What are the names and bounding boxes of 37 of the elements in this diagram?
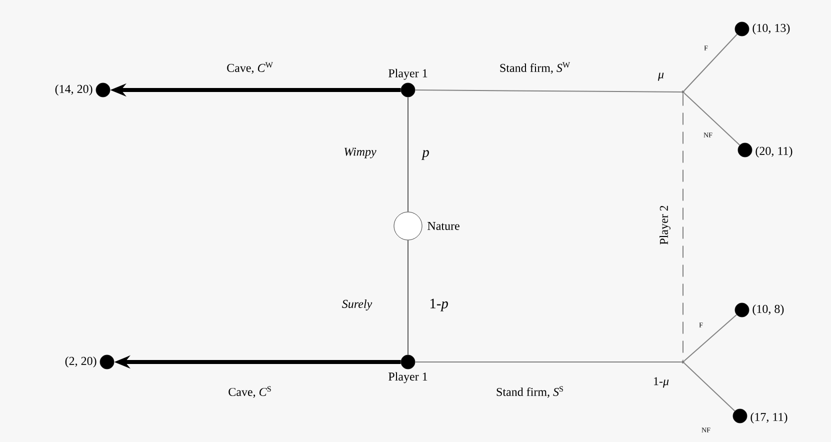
decision-dot: [732, 408, 748, 424]
edge-label: Player 2: [658, 203, 672, 247]
edge-label: Stand firm, S$^{S}$: [494, 384, 566, 400]
decision-dot: [100, 354, 114, 370]
node-label: (10, 8): [752, 304, 784, 316]
edge-label: Wimpy: [342, 146, 378, 160]
branch-line: [684, 362, 736, 412]
node-label: (14, 20): [55, 84, 92, 96]
decision-dot: [734, 302, 750, 318]
node-label: Player 1: [388, 372, 428, 384]
node-label: Nature: [428, 222, 460, 230]
decision-dot: [400, 354, 416, 370]
edge-label: Cave, C$^{W}$: [224, 60, 276, 76]
node-label: (10, 13): [752, 24, 790, 34]
edge-label: Cave, C$^{S}$: [226, 384, 274, 400]
node-label: 1-μ: [654, 377, 669, 388]
node-label: Player 1: [388, 68, 428, 80]
node-label: (20, 11): [756, 146, 792, 158]
probability-label: p: [421, 150, 429, 160]
node-label: (2, 20): [65, 356, 96, 368]
decision-dot: [400, 82, 416, 98]
branch-point: [682, 90, 684, 94]
nature-circle: [394, 212, 422, 240]
branch-line: [684, 34, 738, 92]
branch-point: [682, 360, 684, 364]
branch-line: [684, 92, 740, 146]
node-label: (17, 11): [750, 412, 788, 424]
edge-label: Surely: [340, 298, 374, 312]
decision-dot: [738, 142, 752, 158]
node-label: μ: [658, 72, 664, 81]
decision-dot: [96, 82, 110, 98]
probability-label: 1-p: [430, 298, 448, 312]
edge-label: Stand firm, S$^{W}$: [497, 60, 573, 76]
branch-line: [682, 93, 684, 361]
decision-dot: [734, 22, 750, 36]
branch-line: [414, 90, 682, 92]
branch-line: [684, 314, 738, 362]
